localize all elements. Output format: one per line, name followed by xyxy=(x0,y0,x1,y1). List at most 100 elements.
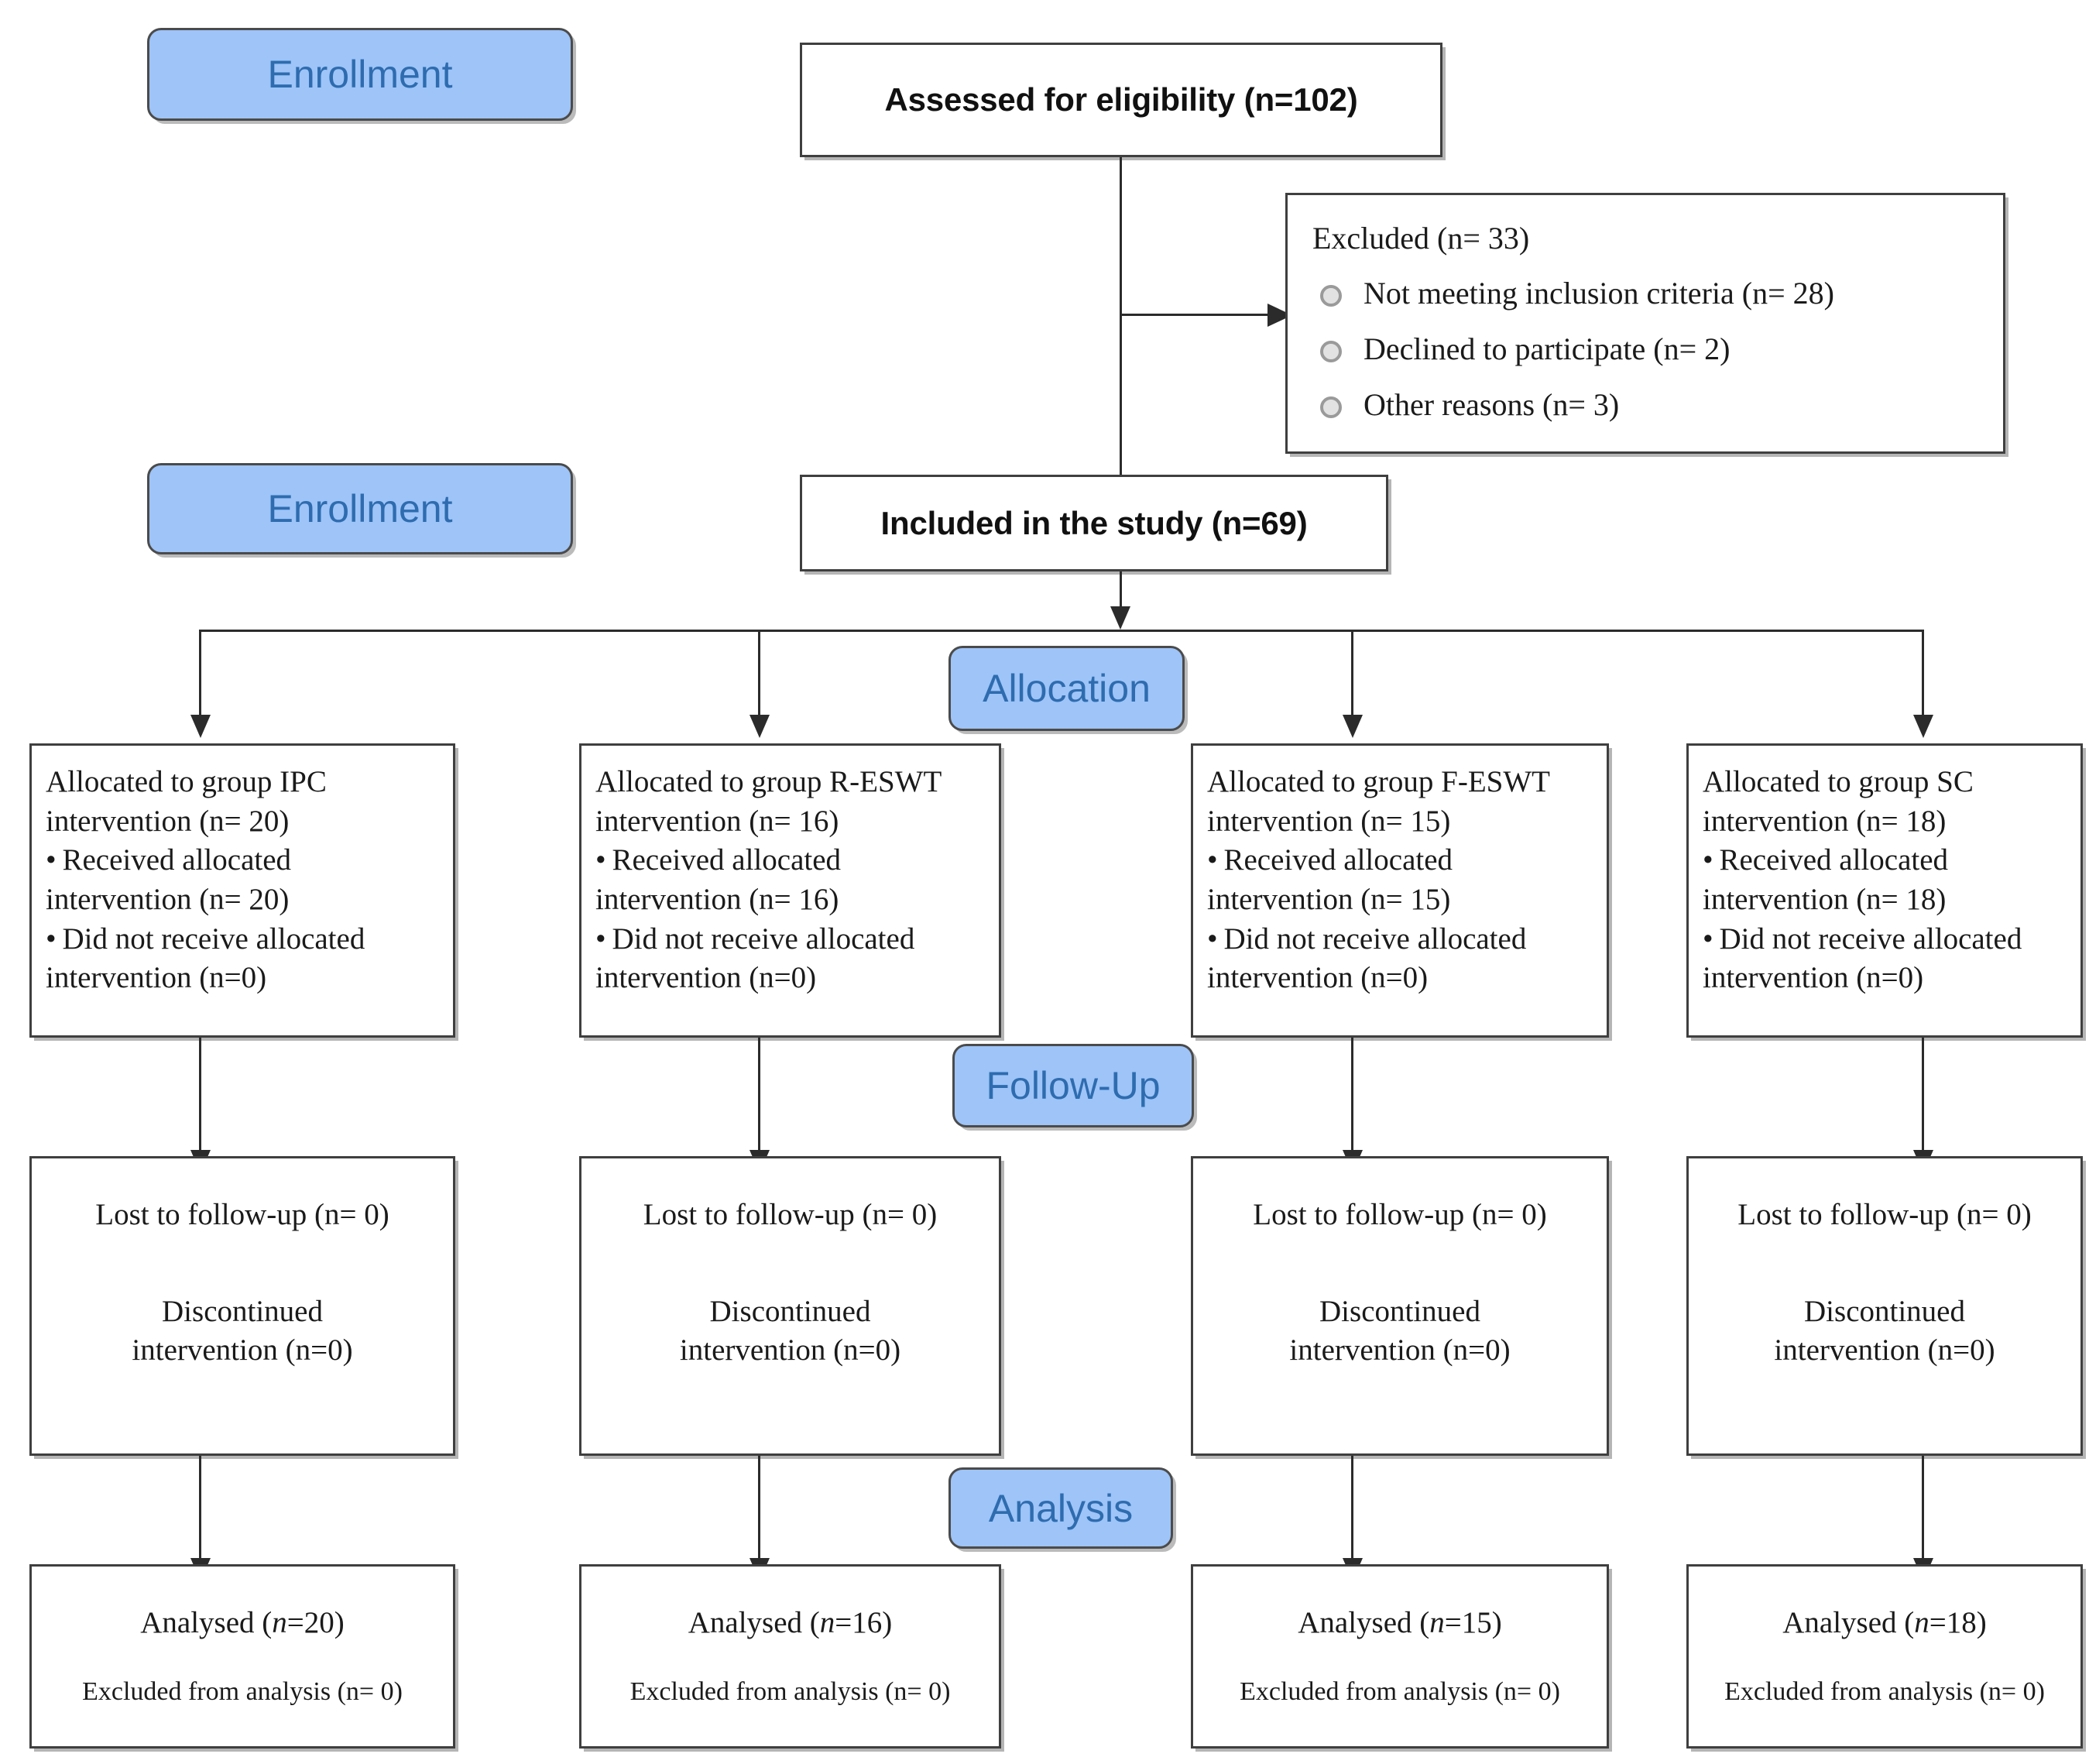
allocation-bullet-2-line-1: •Did not receive allocated xyxy=(595,920,985,959)
stage-badge-analysis: Analysis xyxy=(948,1467,1173,1549)
allocation-bullet-2-line-2: intervention (n=0) xyxy=(1703,961,1924,995)
allocation-bullet-2-line-1: •Did not receive allocated xyxy=(46,920,439,959)
allocation-bullet-2-line-2: intervention (n=0) xyxy=(46,961,267,995)
followup-box-sc: Lost to follow-up (n= 0) Discontinued in… xyxy=(1686,1156,2083,1456)
allocation-bullet-2-line-2: intervention (n=0) xyxy=(1207,961,1429,995)
lost-to-followup-label: Lost to follow-up (n= 0) xyxy=(643,1198,938,1231)
connector-followup-to-analysis-3 xyxy=(1351,1456,1353,1558)
followup-box-f-eswt: Lost to follow-up (n= 0) Discontinued in… xyxy=(1191,1156,1609,1456)
allocation-line-2: intervention (n= 16) xyxy=(595,804,839,838)
stage-badge-follow-up: Follow-Up xyxy=(952,1044,1194,1127)
allocation-bullet-1-line-2: intervention (n= 18) xyxy=(1703,883,1947,917)
allocation-line-1: Allocated to group R-ESWT xyxy=(595,765,942,798)
analysed-label: Analysed (n=16) xyxy=(688,1605,893,1639)
allocation-box-ipc: Allocated to group IPC intervention (n= … xyxy=(29,743,455,1038)
bullet-ring-icon xyxy=(1320,396,1342,418)
allocation-bullet-2-line-2: intervention (n=0) xyxy=(595,961,817,995)
stage-badge-enrollment-second: Enrollment xyxy=(147,463,573,554)
bullet-dot-icon: • xyxy=(1207,843,1218,877)
included-in-study-box: Included in the study (n=69) xyxy=(800,475,1388,571)
analysed-label: Analysed (n=18) xyxy=(1782,1605,1987,1639)
connector-alloc-to-followup-3 xyxy=(1351,1038,1353,1150)
connector-alloc-drop-1 xyxy=(199,630,201,715)
connector-included-stem xyxy=(1120,571,1122,606)
allocation-distribution-bar xyxy=(200,630,1923,632)
excluded-box: Excluded (n= 33) Not meeting inclusion c… xyxy=(1285,193,2005,454)
excluded-reason-item: Declined to participate (n= 2) xyxy=(1312,330,1980,369)
followup-box-r-eswt: Lost to follow-up (n= 0) Discontinued in… xyxy=(579,1156,1001,1456)
analysed-label: Analysed (n=15) xyxy=(1298,1605,1502,1639)
connector-alloc-drop-4 xyxy=(1922,630,1924,715)
stage-badge-allocation: Allocation xyxy=(948,646,1185,731)
allocation-bullet-1-line-1: •Received allocated xyxy=(1703,841,2067,880)
bullet-ring-icon xyxy=(1320,341,1342,362)
analysis-box-r-eswt: Analysed (n=16) Excluded from analysis (… xyxy=(579,1564,1001,1749)
excluded-reason-item: Not meeting inclusion criteria (n= 28) xyxy=(1312,274,1980,313)
bullet-dot-icon: • xyxy=(46,843,57,877)
excluded-heading: Excluded (n= 33) xyxy=(1312,221,1530,256)
lost-to-followup-label: Lost to follow-up (n= 0) xyxy=(1737,1198,2032,1231)
allocation-line-2: intervention (n= 15) xyxy=(1207,804,1451,838)
bullet-dot-icon: • xyxy=(46,921,57,956)
excluded-from-analysis-label: Excluded from analysis (n= 0) xyxy=(1240,1677,1560,1707)
arrowhead-alloc-1 xyxy=(190,715,211,738)
followup-box-ipc: Lost to follow-up (n= 0) Discontinued in… xyxy=(29,1156,455,1456)
stage-badge-label: Enrollment xyxy=(267,487,453,530)
analysis-box-ipc: Analysed (n=20) Excluded from analysis (… xyxy=(29,1564,455,1749)
stage-badge-label: Allocation xyxy=(983,667,1151,710)
connector-alloc-drop-2 xyxy=(758,630,760,715)
allocation-line-1: Allocated to group F-ESWT xyxy=(1207,765,1550,798)
discontinued-line-1: Discontinued xyxy=(709,1294,871,1328)
allocation-box-f-eswt: Allocated to group F-ESWT intervention (… xyxy=(1191,743,1609,1038)
connector-followup-to-analysis-1 xyxy=(199,1456,201,1558)
stage-badge-label: Analysis xyxy=(988,1486,1134,1530)
allocation-bullet-2-line-1: •Did not receive allocated xyxy=(1207,920,1593,959)
assessed-for-eligibility-box: Assessed for eligibility (n=102) xyxy=(800,43,1442,157)
stage-badge-label: Enrollment xyxy=(267,53,453,96)
allocation-bullet-2-line-1: •Did not receive allocated xyxy=(1703,920,2067,959)
connector-assessed-to-included xyxy=(1120,157,1122,475)
included-label: Included in the study (n=69) xyxy=(880,504,1308,541)
bullet-dot-icon: • xyxy=(1207,921,1218,956)
allocation-line-1: Allocated to group SC xyxy=(1703,765,1974,798)
bullet-dot-icon: • xyxy=(1703,843,1713,877)
connector-alloc-to-followup-2 xyxy=(758,1038,760,1150)
bullet-dot-icon: • xyxy=(595,843,606,877)
allocation-bullet-1-line-2: intervention (n= 15) xyxy=(1207,883,1451,917)
arrowhead-alloc-2 xyxy=(750,715,770,738)
discontinued-line-2: intervention (n=0) xyxy=(1774,1333,1995,1368)
arrowhead-distribution-bar xyxy=(1110,606,1130,630)
allocation-bullet-1-line-1: •Received allocated xyxy=(1207,841,1593,880)
discontinued-line-1: Discontinued xyxy=(1319,1294,1480,1328)
allocation-line-1: Allocated to group IPC xyxy=(46,765,327,798)
allocation-line-2: intervention (n= 18) xyxy=(1703,804,1947,838)
discontinued-line-1: Discontinued xyxy=(1804,1294,1965,1328)
analysed-label: Analysed (n=20) xyxy=(140,1605,345,1639)
assessed-label: Assessed for eligibility (n=102) xyxy=(884,81,1358,118)
excluded-from-analysis-label: Excluded from analysis (n= 0) xyxy=(1724,1677,2045,1707)
allocation-box-r-eswt: Allocated to group R-ESWT intervention (… xyxy=(579,743,1001,1038)
connector-alloc-drop-3 xyxy=(1351,630,1353,715)
bullet-dot-icon: • xyxy=(1703,921,1713,956)
excluded-from-analysis-label: Excluded from analysis (n= 0) xyxy=(82,1677,403,1707)
lost-to-followup-label: Lost to follow-up (n= 0) xyxy=(95,1198,389,1231)
allocation-bullet-1-line-1: •Received allocated xyxy=(46,841,439,880)
excluded-reason-label: Other reasons (n= 3) xyxy=(1364,387,1620,422)
allocation-box-sc: Allocated to group SC intervention (n= 1… xyxy=(1686,743,2083,1038)
excluded-reason-item: Other reasons (n= 3) xyxy=(1312,386,1980,424)
discontinued-line-2: intervention (n=0) xyxy=(1289,1333,1511,1368)
stage-badge-label: Follow-Up xyxy=(986,1064,1161,1107)
connector-to-excluded xyxy=(1120,314,1278,316)
discontinued-line-2: intervention (n=0) xyxy=(679,1333,901,1368)
connector-followup-to-analysis-2 xyxy=(758,1456,760,1558)
excluded-from-analysis-label: Excluded from analysis (n= 0) xyxy=(629,1677,951,1707)
allocation-bullet-1-line-2: intervention (n= 20) xyxy=(46,883,290,917)
allocation-bullet-1-line-2: intervention (n= 16) xyxy=(595,883,839,917)
bullet-ring-icon xyxy=(1320,285,1342,307)
arrowhead-alloc-3 xyxy=(1343,715,1363,738)
connector-alloc-to-followup-4 xyxy=(1922,1038,1924,1150)
connector-alloc-to-followup-1 xyxy=(199,1038,201,1150)
lost-to-followup-label: Lost to follow-up (n= 0) xyxy=(1253,1198,1547,1231)
connector-followup-to-analysis-4 xyxy=(1922,1456,1924,1558)
